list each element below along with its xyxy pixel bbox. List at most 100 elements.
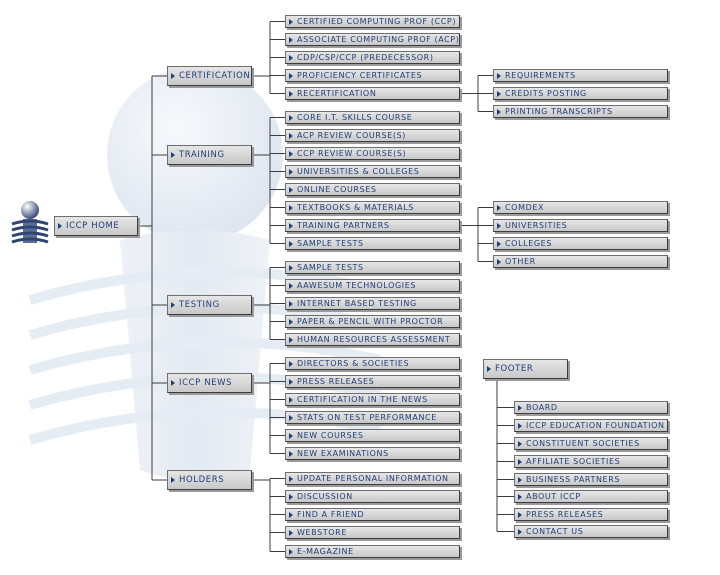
submenu-item-other-label: OTHER [505, 257, 536, 266]
menu-item-press-releases-label: PRESS RELEASES [297, 377, 375, 386]
menu-item-internet-based-testing[interactable]: INTERNET BASED TESTING [285, 297, 460, 310]
menu-item-update-personal-information[interactable]: UPDATE PERSONAL INFORMATION [285, 472, 460, 485]
section-news-button[interactable]: ICCP NEWS [167, 373, 252, 393]
menu-item-webstore-label: WEBSTORE [297, 528, 347, 537]
arrow-right-icon [289, 396, 293, 403]
submenu-item-universities-label: UNIVERSITIES [505, 221, 568, 230]
menu-item-aawesum-technologies-label: AAWESUM TECHNOLOGIES [297, 281, 417, 290]
arrow-right-icon [58, 223, 62, 229]
menu-item-e-magazine[interactable]: E-MAGAZINE [285, 545, 460, 558]
submenu-item-printing-transcripts[interactable]: PRINTING TRANSCRIPTS [493, 105, 668, 118]
footer-item-affiliate-societies[interactable]: AFFILIATE SOCIETIES [514, 455, 668, 468]
arrow-right-icon [289, 450, 293, 457]
submenu-item-universities[interactable]: UNIVERSITIES [493, 219, 668, 232]
menu-item-sample-tests[interactable]: SAMPLE TESTS [285, 237, 460, 250]
submenu-item-colleges-label: COLLEGES [505, 239, 552, 248]
menu-item-find-a-friend-label: FIND A FRIEND [297, 510, 365, 519]
footer-item-iccp-education-foundation[interactable]: ICCP EDUCATION FOUNDATION [514, 419, 668, 432]
arrow-right-icon [289, 529, 293, 536]
menu-item-recertification-label: RECERTIFICATION [297, 89, 377, 98]
menu-item-human-resources-assessment-label: HUMAN RESOURCES ASSESSMENT [297, 335, 451, 344]
menu-item-update-personal-information-label: UPDATE PERSONAL INFORMATION [297, 474, 449, 483]
menu-item-ccp-review-course-s[interactable]: CCP REVIEW COURSE(S) [285, 147, 460, 160]
menu-item-discussion-label: DISCUSSION [297, 492, 353, 501]
menu-item-stats-on-test-performance-label: STATS ON TEST PERFORMANCE [297, 413, 437, 422]
section-news-button-label: ICCP NEWS [179, 378, 233, 388]
footer-item-business-partners[interactable]: BUSINESS PARTNERS [514, 473, 668, 486]
submenu-item-colleges[interactable]: COLLEGES [493, 237, 668, 250]
menu-item-training-partners[interactable]: TRAINING PARTNERS [285, 219, 460, 232]
iccp-home-button-label: ICCP HOME [66, 221, 120, 231]
iccp-home-button[interactable]: ICCP HOME [54, 216, 138, 236]
menu-item-textbooks-materials[interactable]: TEXTBOOKS & MATERIALS [285, 201, 460, 214]
submenu-item-requirements-label: REQUIREMENTS [505, 71, 576, 80]
footer-item-contact-us[interactable]: CONTACT US [514, 525, 668, 538]
section-holders-button[interactable]: HOLDERS [167, 470, 252, 490]
arrow-right-icon [289, 168, 293, 175]
arrow-right-icon [518, 493, 522, 500]
menu-item-paper-pencil-with-proctor[interactable]: PAPER & PENCIL WITH PROCTOR [285, 315, 460, 328]
arrow-right-icon [289, 548, 293, 555]
submenu-item-requirements[interactable]: REQUIREMENTS [493, 69, 668, 82]
menu-item-discussion[interactable]: DISCUSSION [285, 490, 460, 503]
menu-item-stats-on-test-performance[interactable]: STATS ON TEST PERFORMANCE [285, 411, 460, 424]
arrow-right-icon [171, 477, 175, 483]
menu-item-acp-review-course-s[interactable]: ACP REVIEW COURSE(S) [285, 129, 460, 142]
submenu-item-printing-transcripts-label: PRINTING TRANSCRIPTS [505, 107, 613, 116]
menu-item-sample-tests-label: SAMPLE TESTS [297, 263, 364, 272]
footer-item-affiliate-societies-label: AFFILIATE SOCIETIES [526, 457, 621, 466]
menu-item-aawesum-technologies[interactable]: AAWESUM TECHNOLOGIES [285, 279, 460, 292]
footer-item-press-releases[interactable]: PRESS RELEASES [514, 508, 668, 521]
menu-item-certified-computing-prof-ccp[interactable]: CERTIFIED COMPUTING PROF (CCP) [285, 15, 460, 28]
arrow-right-icon [289, 264, 293, 271]
menu-item-press-releases[interactable]: PRESS RELEASES [285, 375, 460, 388]
arrow-right-icon [497, 72, 501, 79]
menu-item-certification-in-the-news[interactable]: CERTIFICATION IN THE NEWS [285, 393, 460, 406]
menu-item-new-examinations[interactable]: NEW EXAMINATIONS [285, 447, 460, 460]
menu-item-new-examinations-label: NEW EXAMINATIONS [297, 449, 389, 458]
footer-item-board[interactable]: BOARD [514, 401, 668, 414]
menu-item-associate-computing-prof-acp-label: ASSOCIATE COMPUTING PROF (ACP) [297, 35, 460, 44]
menu-item-sample-tests[interactable]: SAMPLE TESTS [285, 261, 460, 274]
menu-item-directors-societies[interactable]: DIRECTORS & SOCIETIES [285, 357, 460, 370]
submenu-item-comdex[interactable]: COMDEX [493, 201, 668, 214]
submenu-item-credits-posting[interactable]: CREDITS POSTING [493, 87, 668, 100]
arrow-right-icon [289, 493, 293, 500]
menu-item-human-resources-assessment[interactable]: HUMAN RESOURCES ASSESSMENT [285, 333, 460, 346]
menu-item-online-courses-label: ONLINE COURSES [297, 185, 377, 194]
menu-item-new-courses[interactable]: NEW COURSES [285, 429, 460, 442]
footer-item-about-iccp[interactable]: ABOUT ICCP [514, 490, 668, 503]
menu-item-new-courses-label: NEW COURSES [297, 431, 364, 440]
arrow-right-icon [289, 414, 293, 421]
submenu-item-other[interactable]: OTHER [493, 255, 668, 268]
menu-item-online-courses[interactable]: ONLINE COURSES [285, 183, 460, 196]
arrow-right-icon [497, 240, 501, 247]
menu-item-proficiency-certificates[interactable]: PROFICIENCY CERTIFICATES [285, 69, 460, 82]
arrow-right-icon [289, 318, 293, 325]
footer-item-constituent-societies[interactable]: CONSTITUENT SOCIETIES [514, 437, 668, 450]
arrow-right-icon [289, 511, 293, 518]
section-training-button[interactable]: TRAINING [167, 145, 252, 165]
arrow-right-icon [289, 240, 293, 247]
iccp-logo-icon [11, 201, 49, 244]
section-certification-button[interactable]: CERTIFICATION [167, 66, 252, 86]
arrow-right-icon [497, 258, 501, 265]
arrow-right-icon [289, 18, 293, 25]
arrow-right-icon [289, 90, 293, 97]
footer-button[interactable]: FOOTER [483, 359, 568, 379]
footer-item-constituent-societies-label: CONSTITUENT SOCIETIES [526, 439, 640, 448]
menu-item-recertification[interactable]: RECERTIFICATION [285, 87, 460, 100]
menu-item-find-a-friend[interactable]: FIND A FRIEND [285, 508, 460, 521]
arrow-right-icon [518, 511, 522, 518]
footer-item-about-iccp-label: ABOUT ICCP [526, 492, 581, 501]
menu-item-acp-review-course-s-label: ACP REVIEW COURSE(S) [297, 131, 406, 140]
arrow-right-icon [289, 204, 293, 211]
menu-item-associate-computing-prof-acp[interactable]: ASSOCIATE COMPUTING PROF (ACP) [285, 33, 460, 46]
menu-item-webstore[interactable]: WEBSTORE [285, 526, 460, 539]
menu-item-core-i-t-skills-course[interactable]: CORE I.T. SKILLS COURSE [285, 111, 460, 124]
section-testing-button[interactable]: TESTING [167, 295, 252, 315]
menu-item-textbooks-materials-label: TEXTBOOKS & MATERIALS [297, 203, 414, 212]
menu-item-cdp-csp-ccp-predecessor[interactable]: CDP/CSP/CCP (PREDECESSOR) [285, 51, 460, 64]
menu-item-universities-colleges[interactable]: UNIVERSITIES & COLLEGES [285, 165, 460, 178]
